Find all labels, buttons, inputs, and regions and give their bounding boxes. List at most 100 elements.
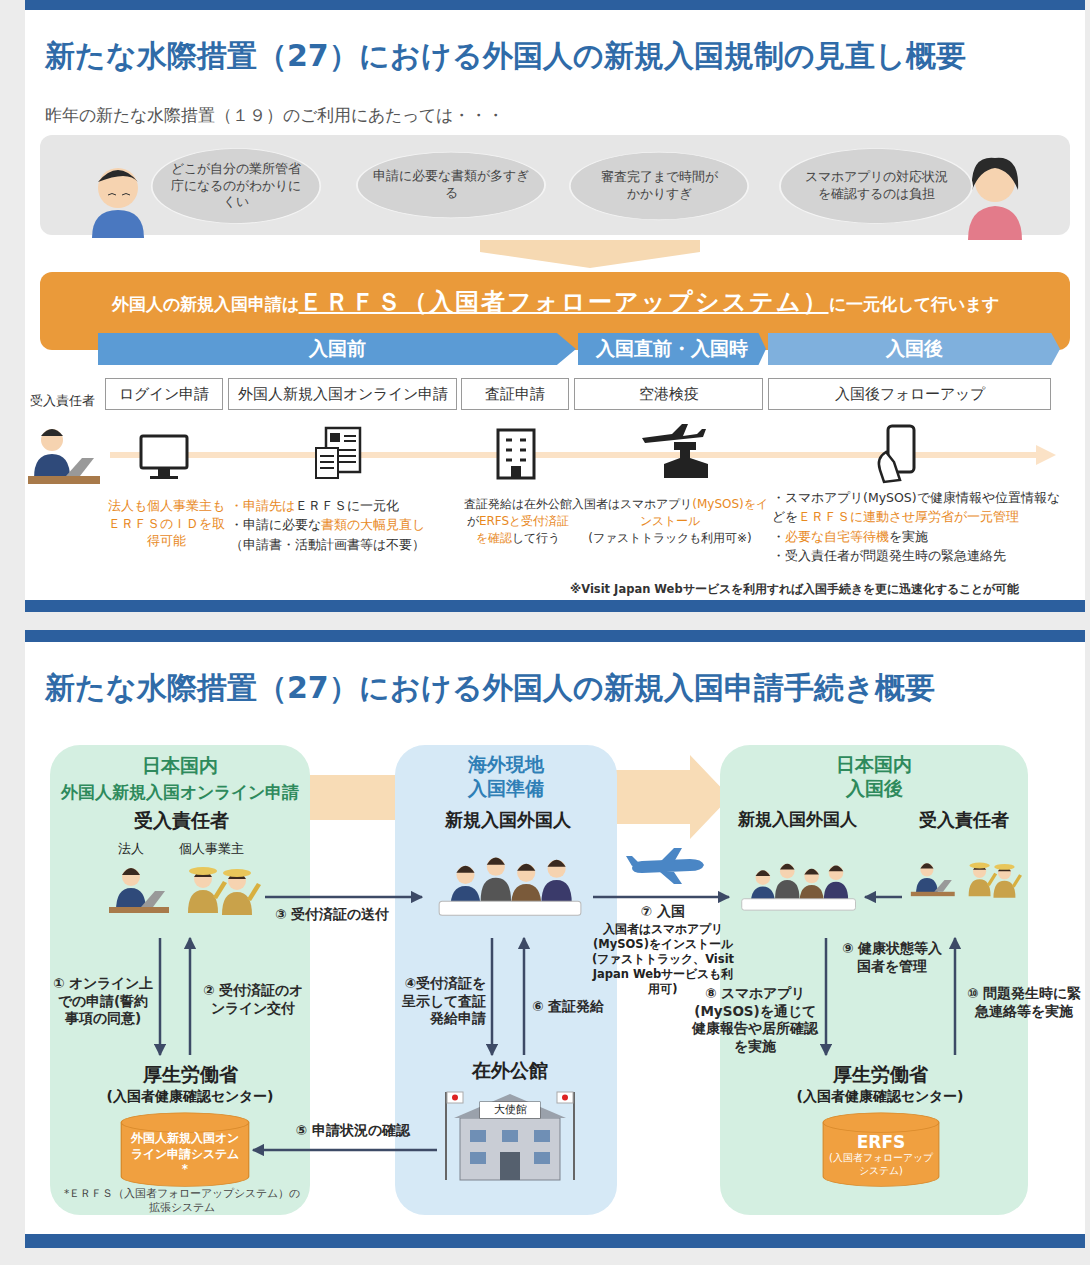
flow-arrow — [491, 938, 494, 1055]
people-illustration — [732, 848, 862, 930]
note-text: ・受入責任者が問題発生時の緊急連絡先 — [772, 548, 1006, 563]
note-text: 入国者はスマホアプリ — [572, 497, 692, 511]
node-text: 海外現地 入国準備 — [459, 753, 554, 801]
flow-arrow — [593, 896, 729, 899]
note-text: 書類の大幅見直し — [321, 517, 425, 532]
node-text: に一元化して行います — [829, 293, 999, 316]
edge-label: ⑩ 問題発生時に緊急連絡等を実施 — [966, 985, 1082, 1020]
text-group: ・スマホアプリ(MySOS)で健康情報や位置情報などをＥＲＦＳに連動させ厚労省が… — [772, 488, 1070, 566]
embassy-group: 在外公館 — [440, 1058, 580, 1185]
edge-label: ⑤ 申請状況の確認 — [270, 1122, 435, 1140]
node-text: 申請に必要な書類が多すぎる — [367, 168, 535, 202]
node-text: 外国人の新規入国申請は — [112, 293, 299, 316]
text-group: 法人も個人事業主もＥＲＦＳのＩＤを取得可能 — [104, 497, 228, 550]
step-box: 入国後フォローアップ — [768, 378, 1051, 410]
people-illustration — [100, 855, 262, 935]
flow-arrow — [865, 896, 902, 899]
node-text: 新規入国外国人 — [445, 808, 571, 832]
thought-bubble: 申請に必要な書類が多すぎる — [355, 150, 547, 220]
note-text: して行う — [512, 531, 560, 545]
step-box: 空港検疫 — [574, 378, 763, 410]
phase-arrow: 入国直前・入国時 — [578, 333, 766, 365]
edge-label: ④受付済証を呈示して査証発給申請 — [400, 975, 486, 1028]
node-text: 入国前 — [309, 336, 366, 362]
note-text: を実施 — [889, 529, 928, 544]
monitor-icon — [141, 436, 187, 479]
node-text: (入国者フォローアップシステム) — [828, 1152, 934, 1177]
flow-arrow — [189, 938, 192, 1055]
ministry-label: 厚生労働省(入国者健康確認センター) — [770, 1058, 990, 1110]
node-text: 外国人新規入国オンライン申請 — [61, 781, 299, 804]
flow-arrow — [954, 938, 957, 1055]
flow-arrow — [159, 938, 162, 1055]
text-group: *ＥＲＦＳ（入国者フォローアップシステム）の拡張システム — [62, 1187, 302, 1214]
text-group: 入国者はスマホアプリ(MySOS)をインストール(ファストトラックも利用可※) — [572, 496, 768, 546]
document-icon — [316, 428, 360, 478]
worried-woman — [968, 158, 1022, 240]
edge-label: ⑨ 健康状態等入国者を管理 — [838, 940, 946, 975]
text-group: 新たな水際措置（27）における外国人の新規入国申請手続き概要 — [45, 668, 1065, 709]
actor-group: 受入責任者 — [905, 808, 1022, 935]
note-text: 法人も個人事業主もＥＲＦＳのＩＤを取得可能 — [108, 498, 225, 548]
slide-title: 新たな水際措置（27）における外国人の新規入国規制の見直し概要 — [45, 36, 966, 77]
node-text: 受入責任者 — [919, 808, 1009, 832]
note-text: 受入責任者 — [30, 393, 95, 408]
note-text: ・申請先は — [230, 498, 295, 513]
flow-arrow — [265, 896, 422, 899]
thought-bubble: 審査完了まで時間がかかりすぎ — [568, 150, 750, 222]
node-text: 日本国内 入国後 — [827, 753, 922, 801]
actor-group: 受入責任者法人個人事業主 — [100, 808, 262, 935]
node-text: 厚生労働省 — [143, 1062, 238, 1088]
node-text: どこが自分の業所管省庁になるのがわかりにくい — [170, 161, 302, 212]
node-text: (入国者健康確認センター) — [797, 1088, 964, 1106]
node-text: 査証申請 — [485, 385, 545, 404]
database-cylinder: 外国人新規入国オンライン申請システム* — [120, 1112, 250, 1187]
phase-arrow: 入国後 — [768, 333, 1060, 365]
node-text: 外国人新規入国オンライン申請 — [238, 385, 448, 404]
note-text: ※Visit Japan Webサービスを利用すれば入国手続きを更に迅速化するこ… — [570, 582, 1019, 596]
phase-arrow: 入国前 — [98, 333, 576, 365]
people-illustration — [905, 848, 1022, 918]
text-group: 昨年の新たな水際措置（１９）のご利用にあたっては・・・ — [45, 104, 745, 127]
node-text: (入国者健康確認センター) — [107, 1088, 274, 1106]
flow-arrow — [523, 938, 526, 1055]
edge-label: ⑥ 査証発給 — [532, 998, 612, 1016]
edge-label: ③ 受付済証の送付 — [272, 906, 392, 924]
building-icon — [498, 430, 534, 478]
region-panel: 日本国内 入国後新規入国外国人受入責任者厚生労働省(入国者健康確認センター)ER… — [720, 745, 1028, 1215]
note-text: 昨年の新たな水際措置（１９）のご利用にあたっては・・・ — [45, 105, 504, 125]
slide-frames — [25, 0, 1085, 1248]
actor-group: 新規入国外国人 — [732, 808, 862, 935]
node-text: 審査完了まで時間がかかりすぎ — [598, 169, 720, 203]
airport-icon — [642, 424, 708, 478]
note-text: ・ — [772, 529, 785, 544]
worried-man — [92, 168, 144, 238]
node-text: 空港検疫 — [639, 385, 699, 404]
thought-bubble: スマホアプリの対応状況を確認するのは負担 — [778, 146, 974, 226]
note-text: ・申請に必要な — [230, 517, 321, 532]
node-text: 在外公館 — [472, 1058, 548, 1084]
node-text: 受入責任者 — [100, 808, 262, 834]
node-text: 入国後フォローアップ — [835, 385, 985, 404]
text-group: 受入責任者 — [22, 392, 102, 410]
node-text: 入国後 — [886, 336, 943, 362]
edge-label: ② 受付済証のオンライン交付 — [197, 982, 309, 1017]
node-text: 個人事業主 — [179, 840, 244, 858]
flow-arrow — [253, 1149, 437, 1152]
thought-bubble: どこが自分の業所管省庁になるのがわかりにくい — [150, 146, 322, 226]
flow-arrow — [825, 938, 828, 1055]
people-illustration — [427, 848, 589, 930]
text-group: 大使館 — [480, 1102, 540, 1118]
step-box: 外国人新規入国オンライン申請 — [228, 378, 457, 410]
airplane — [626, 848, 704, 884]
node-text: ログイン申請 — [119, 385, 209, 404]
step-box: ログイン申請 — [105, 378, 223, 410]
edge-label: ⑧ スマホアプリ(MySOS)を通じて健康報告や居所確認を実施 — [690, 985, 820, 1055]
note-text: ＥＲＦＳに一元化 — [295, 498, 399, 513]
step-box: 査証申請 — [461, 378, 569, 410]
actor-group: 新規入国外国人 — [425, 808, 590, 935]
note-text: 新たな水際措置（27）における外国人の新規入国申請手続き概要 — [45, 670, 935, 705]
complaint-band — [40, 135, 1070, 235]
phone-icon — [879, 426, 914, 482]
